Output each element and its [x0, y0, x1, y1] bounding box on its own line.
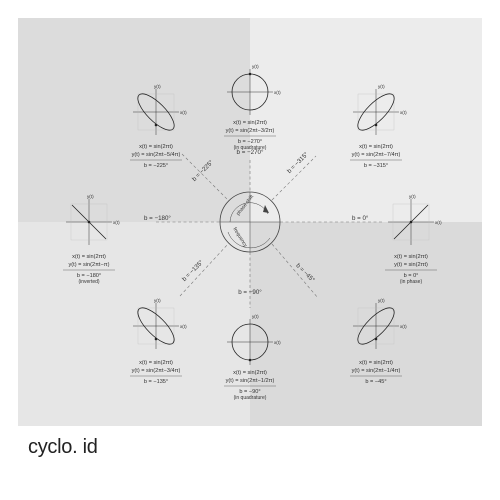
plot-frame [137, 93, 175, 131]
x-axis-label: x(t) [180, 324, 187, 329]
panel-bottom-left: x(t) y(t) x(t) = sin(2πt) y(t) = sin(2πt… [130, 298, 187, 385]
phase-value: b = 0° [404, 273, 419, 279]
start-dot [154, 337, 158, 341]
phase-label-minus-90: b = −90° [238, 289, 262, 296]
x-axis-label: x(t) [274, 340, 281, 345]
panel-right: x(t) y(t) x(t) = sin(2πt) y(t) = sin(2πt… [385, 194, 442, 285]
guide-line-minus-315 [271, 155, 317, 201]
y-equation: y(t) = sin(2πt−3/2π) [226, 128, 275, 134]
panel-bottom-right: x(t) y(t) x(t) = sin(2πt) y(t) = sin(2πt… [350, 298, 407, 385]
phase-note: (in quadrature) [234, 395, 267, 401]
quadrant-top-left [18, 18, 250, 222]
start-dot [374, 337, 378, 341]
y-axis-label: y(t) [252, 64, 259, 69]
y-axis-label: y(t) [87, 194, 94, 199]
x-equation: x(t) = sin(2πt) [139, 360, 173, 366]
phase-value: b = −225° [144, 163, 168, 169]
y-axis-label: y(t) [154, 84, 161, 89]
panel-top-right: x(t) y(t) x(t) = sin(2πt) y(t) = sin(2πt… [350, 84, 407, 169]
phase-value: b = −90° [239, 389, 260, 395]
phase-label-minus-270: b = −270° [237, 149, 264, 156]
lissajous-curve [137, 307, 175, 345]
plot-frame [70, 203, 108, 241]
x-axis-label: x(t) [113, 220, 120, 225]
x-equation: x(t) = sin(2πt) [72, 254, 106, 260]
panel-top: x(t) y(t) x(t) = sin(2πt) y(t) = sin(2πt… [224, 64, 281, 151]
phase-label-minus-180: b = −180° [144, 215, 171, 222]
panel-top-left: x(t) y(t) x(t) = sin(2πt) y(t) = sin(2πt… [130, 84, 187, 169]
y-axis-label: y(t) [252, 314, 259, 319]
guide-line-minus-45 [271, 243, 319, 299]
start-dot [409, 220, 413, 224]
plot-frame [357, 307, 395, 345]
phase-note: (in phase) [400, 279, 423, 285]
phase-note: (inverted) [78, 279, 99, 285]
start-dot [87, 220, 91, 224]
y-equation: y(t) = sin(2πt−7/4π) [352, 152, 401, 158]
guide-line-minus-135 [179, 243, 229, 297]
y-equation: y(t) = sin(2πt−5/4π) [132, 152, 181, 158]
start-dot [248, 72, 252, 76]
phase-value: b = −180° [77, 273, 101, 279]
phase-arrow-icon [263, 205, 269, 213]
y-equation: y(t) = sin(2πt−π) [69, 262, 110, 268]
start-dot [154, 123, 158, 127]
y-equation: y(t) = sin(2πt−1/2π) [226, 378, 275, 384]
brand-wordmark: cyclo. id [28, 436, 98, 458]
start-dot [374, 123, 378, 127]
y-axis-label: y(t) [378, 84, 385, 89]
phase-label-minus-315: b = −315° [286, 151, 310, 175]
lissajous-curve [357, 93, 395, 131]
x-equation: x(t) = sin(2πt) [394, 254, 428, 260]
x-equation: x(t) = sin(2πt) [233, 370, 267, 376]
guide-line-minus-225 [181, 153, 229, 201]
y-equation: y(t) = sin(2πt) [394, 262, 428, 268]
center-dial: phase shift frequency [219, 191, 281, 253]
phase-label-minus-135: b = −135° [181, 259, 205, 283]
plot-frame [357, 93, 395, 131]
x-axis-label: x(t) [435, 220, 442, 225]
lissajous-curve [357, 307, 395, 345]
x-equation: x(t) = sin(2πt) [359, 360, 393, 366]
poster: phase shift frequency b = 0° b = −180° b… [18, 18, 482, 426]
x-equation: x(t) = sin(2πt) [233, 120, 267, 126]
plot-frame [392, 203, 430, 241]
x-axis-label: x(t) [400, 324, 407, 329]
quadrant-bottom-left [18, 222, 250, 426]
y-equation: y(t) = sin(2πt−3/4π) [132, 368, 181, 374]
x-equation: x(t) = sin(2πt) [139, 144, 173, 150]
y-equation: y(t) = sin(2πt−1/4π) [352, 368, 401, 374]
phase-value: b = −315° [364, 163, 388, 169]
phase-diagram: phase shift frequency b = 0° b = −180° b… [63, 64, 442, 401]
panel-bottom: x(t) y(t) x(t) = sin(2πt) y(t) = sin(2πt… [224, 314, 281, 401]
phase-label-minus-45: b = −45° [294, 262, 316, 284]
x-equation: x(t) = sin(2πt) [359, 144, 393, 150]
plot-frame [137, 307, 175, 345]
phase-note: (in quadrature) [234, 145, 267, 151]
phase-label-minus-225: b = −225° [191, 159, 215, 183]
phase-value: b = −135° [144, 379, 168, 385]
phase-shift-label: phase shift [235, 194, 255, 217]
phase-value: b = −270° [238, 139, 262, 145]
y-axis-label: y(t) [154, 298, 161, 303]
x-axis-label: x(t) [180, 110, 187, 115]
quadrant-top-right [250, 18, 482, 222]
panel-left: x(t) y(t) x(t) = sin(2πt) y(t) = sin(2πt… [63, 194, 120, 285]
lissajous-curve [137, 93, 175, 131]
phase-value: b = −45° [365, 379, 386, 385]
frequency-arc [227, 231, 271, 249]
x-axis-label: x(t) [400, 110, 407, 115]
y-axis-label: y(t) [378, 298, 385, 303]
y-axis-label: y(t) [409, 194, 416, 199]
x-axis-label: x(t) [274, 90, 281, 95]
phase-label-0: b = 0° [352, 215, 369, 222]
start-dot [248, 358, 252, 362]
